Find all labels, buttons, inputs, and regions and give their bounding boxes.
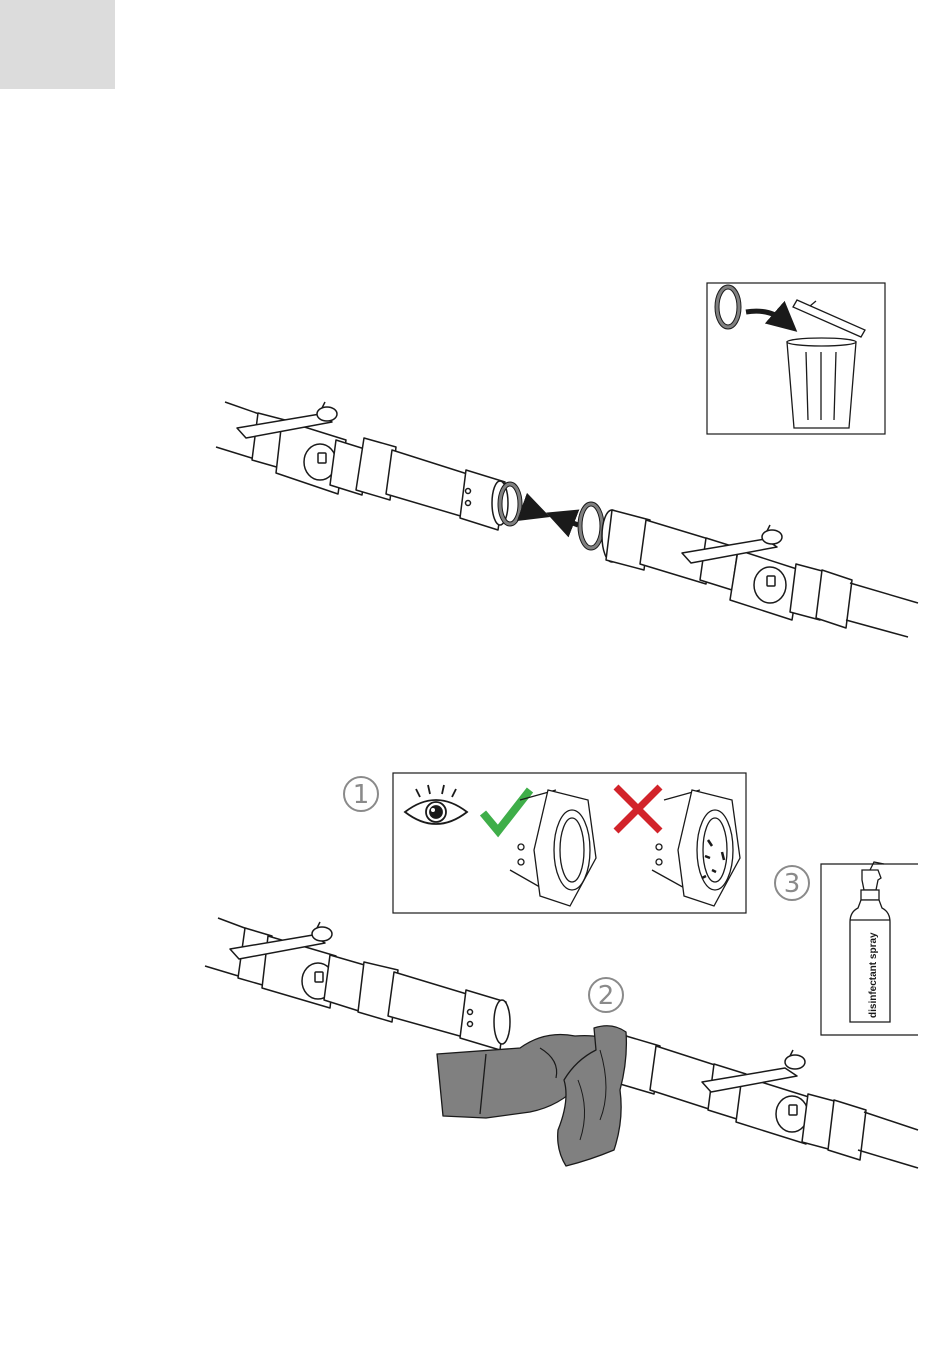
inspection-inset xyxy=(393,773,746,913)
spray-bottle-label: disinfectant spray xyxy=(868,932,879,1018)
lower-left-pipe-assembly xyxy=(205,918,510,1050)
arrow-icon xyxy=(560,518,578,525)
lower-right-pipe-assembly xyxy=(618,1036,918,1168)
old-seal-right xyxy=(580,504,602,548)
arrow-icon xyxy=(522,507,536,512)
step-2-number: 2 xyxy=(598,981,615,1011)
spray-inset: disinfectant spray xyxy=(821,862,918,1035)
step-1-number: 1 xyxy=(353,780,370,810)
step-1-badge: 1 xyxy=(344,777,378,811)
step-2-badge: 2 xyxy=(589,978,623,1012)
trash-inset xyxy=(707,283,885,434)
right-pipe-assembly xyxy=(602,510,918,637)
step-3-number: 3 xyxy=(784,869,801,899)
step-3-badge: 3 xyxy=(775,866,809,900)
illustration-inspect-clean: 1 xyxy=(0,700,950,1348)
illustration-remove-seals xyxy=(0,0,950,700)
left-pipe-assembly xyxy=(216,402,508,530)
